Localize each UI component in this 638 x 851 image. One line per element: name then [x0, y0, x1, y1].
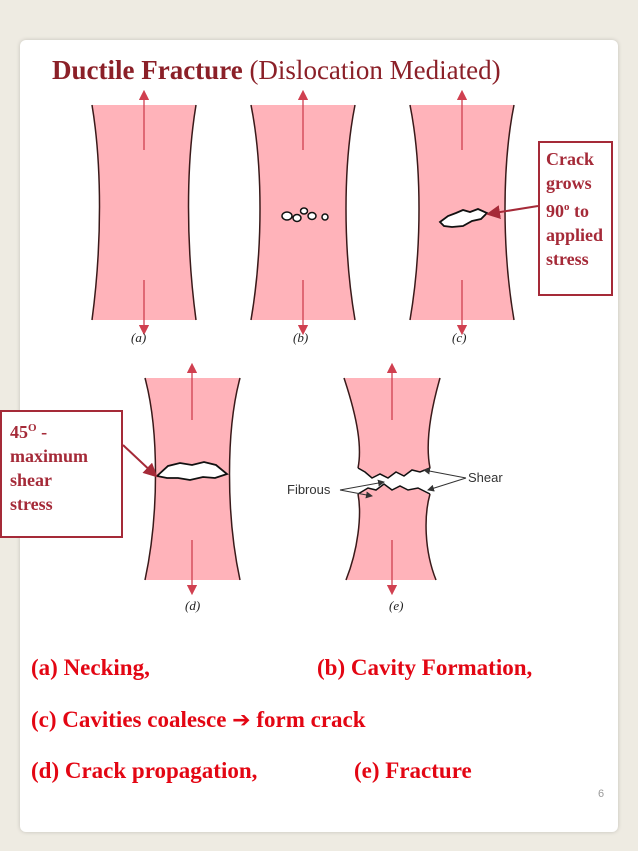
- crack-callout-line5: stress: [546, 249, 589, 269]
- crack-d: [155, 461, 229, 481]
- caption-c-post: form crack: [250, 707, 366, 732]
- title-rest: (Dislocation Mediated): [249, 55, 501, 85]
- shear-callout-line3: shear: [10, 470, 52, 490]
- page-number: 6: [598, 788, 605, 800]
- shear-callout-line4: stress: [10, 494, 53, 514]
- caption-c: (c) Cavities coalesce ➔ form crack: [31, 707, 366, 733]
- specimen-c: (c): [409, 89, 515, 345]
- specimen-b: (b): [250, 89, 356, 345]
- label-fibrous: Fibrous: [287, 482, 331, 497]
- label-e: (e): [389, 598, 403, 613]
- caption-c-pre: (c) Cavities coalesce: [31, 707, 233, 732]
- caption-d: (d) Crack propagation,: [31, 758, 258, 783]
- label-shear: Shear: [468, 470, 503, 485]
- caption-e: (e) Fracture: [354, 758, 472, 783]
- crack-callout-line1: Crack: [546, 149, 594, 169]
- crack-angle-rest: to: [569, 201, 589, 221]
- crack-callout-line4: applied: [546, 225, 604, 245]
- right-arrow-icon: ➔: [232, 708, 251, 733]
- slide-title: Ductile Fracture (Dislocation Mediated): [52, 55, 501, 86]
- crack-callout-line2: grows: [546, 173, 592, 193]
- label-c: (c): [452, 330, 466, 345]
- shear-angle-superscript: O: [28, 422, 37, 434]
- label-a: (a): [131, 330, 146, 345]
- shear-callout: 45O - maximum shear stress: [0, 410, 123, 538]
- crack-angle-superscript: o: [564, 201, 570, 213]
- specimen-e: Fibrous Shear (e): [287, 362, 503, 613]
- cavities: [281, 207, 329, 223]
- crack-callout-line3: 90o to: [546, 195, 605, 223]
- shear-callout-line1: 45O -: [10, 416, 115, 444]
- crack-callout-line: [486, 205, 539, 220]
- shear-callout-line: [122, 444, 158, 478]
- title-bold: Ductile Fracture: [52, 55, 243, 85]
- specimen-d: (d): [144, 362, 241, 613]
- label-b: (b): [293, 330, 308, 345]
- shear-callout-line2: maximum: [10, 446, 88, 466]
- specimen-a: (a): [91, 89, 197, 345]
- shear-angle-number: 45: [10, 422, 28, 442]
- shear-angle-rest: -: [36, 422, 48, 442]
- label-d: (d): [185, 598, 200, 613]
- caption-b: (b) Cavity Formation,: [317, 655, 533, 680]
- crack-angle-number: 90: [546, 201, 564, 221]
- crack-callout: Crack grows 90o to applied stress: [538, 141, 613, 296]
- caption-a: (a) Necking,: [31, 655, 150, 680]
